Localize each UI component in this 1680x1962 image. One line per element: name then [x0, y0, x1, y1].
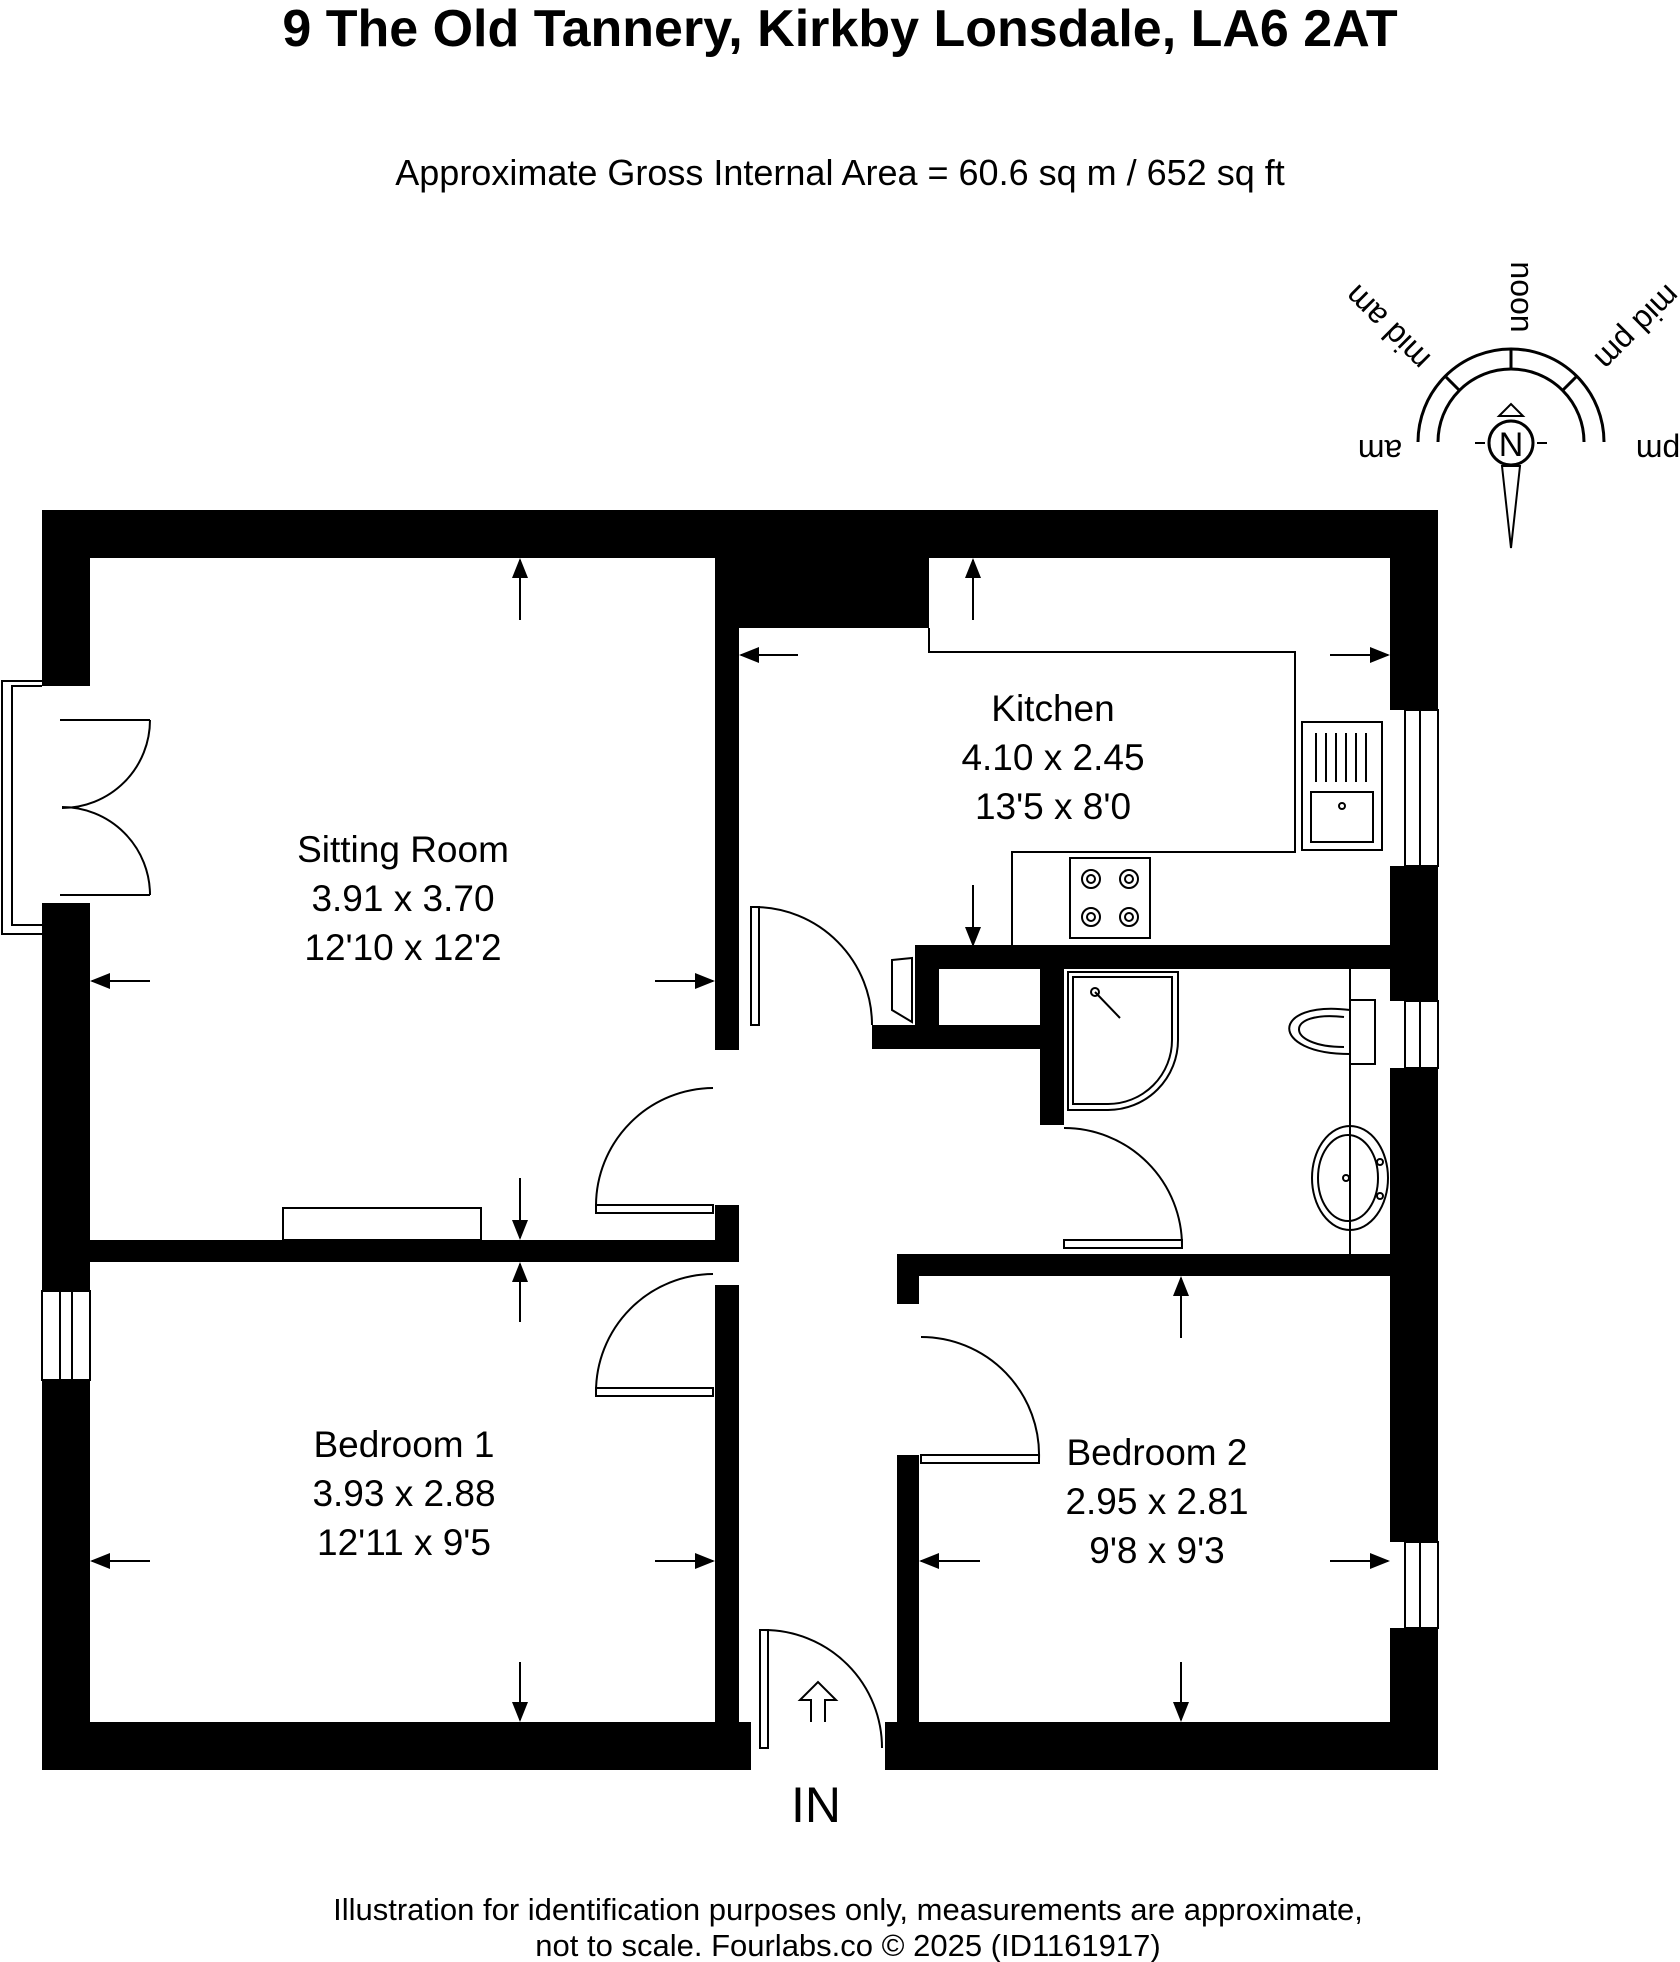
windows [41, 709, 1439, 1629]
disclaimer-line-2: not to scale. Fourlabs.co © 2025 (ID1161… [535, 1928, 1160, 1962]
gross-internal-area: Approximate Gross Internal Area = 60.6 s… [395, 152, 1284, 193]
compass-label-am: am [1358, 433, 1402, 469]
room-name-sitting-room: Sitting Room [297, 829, 509, 870]
kitchen-fittings [928, 628, 1383, 945]
walls [42, 510, 1438, 1770]
room-metric-sitting-room: 3.91 x 3.70 [311, 878, 494, 919]
page-title: 9 The Old Tannery, Kirkby Lonsdale, LA6 … [282, 0, 1398, 58]
hob-icon [1069, 857, 1151, 939]
room-metric-bedroom-2: 2.95 x 2.81 [1065, 1481, 1248, 1522]
toilet-icon [1288, 999, 1376, 1065]
doors [595, 906, 1183, 1770]
compass-rose: N am mid am noon mid pm pm [1337, 261, 1680, 549]
entrance-arrow-icon [797, 1680, 839, 1722]
compass-label-pm: pm [1636, 433, 1680, 469]
disclaimer-line-1: Illustration for identification purposes… [333, 1892, 1363, 1927]
room-name-bedroom-1: Bedroom 1 [314, 1424, 495, 1465]
compass-label-noon: noon [1504, 261, 1540, 332]
room-name-bedroom-2: Bedroom 2 [1067, 1432, 1248, 1473]
shower-icon [1067, 971, 1179, 1111]
bathroom-fittings [1067, 969, 1389, 1254]
fireplace-hearth [282, 1207, 482, 1241]
compass-label-mid-am: mid am [1337, 278, 1437, 378]
room-imperial-bedroom-1: 12'11 x 9'5 [317, 1522, 491, 1563]
entrance-label: IN [791, 1777, 841, 1833]
room-imperial-sitting-room: 12'10 x 12'2 [304, 927, 501, 968]
room-imperial-kitchen: 13'5 x 8'0 [975, 786, 1131, 827]
sink-icon [1301, 721, 1383, 851]
room-imperial-bedroom-2: 9'8 x 9'3 [1089, 1530, 1225, 1571]
room-metric-bedroom-1: 3.93 x 2.88 [312, 1473, 495, 1514]
compass-label-mid-pm: mid pm [1588, 278, 1680, 378]
compass-north: N [1499, 426, 1524, 464]
dimension-arrows [90, 558, 1390, 1722]
french-doors [1, 680, 151, 935]
basin-icon [1311, 1125, 1389, 1231]
room-metric-kitchen: 4.10 x 2.45 [961, 737, 1144, 778]
room-name-kitchen: Kitchen [991, 688, 1114, 729]
